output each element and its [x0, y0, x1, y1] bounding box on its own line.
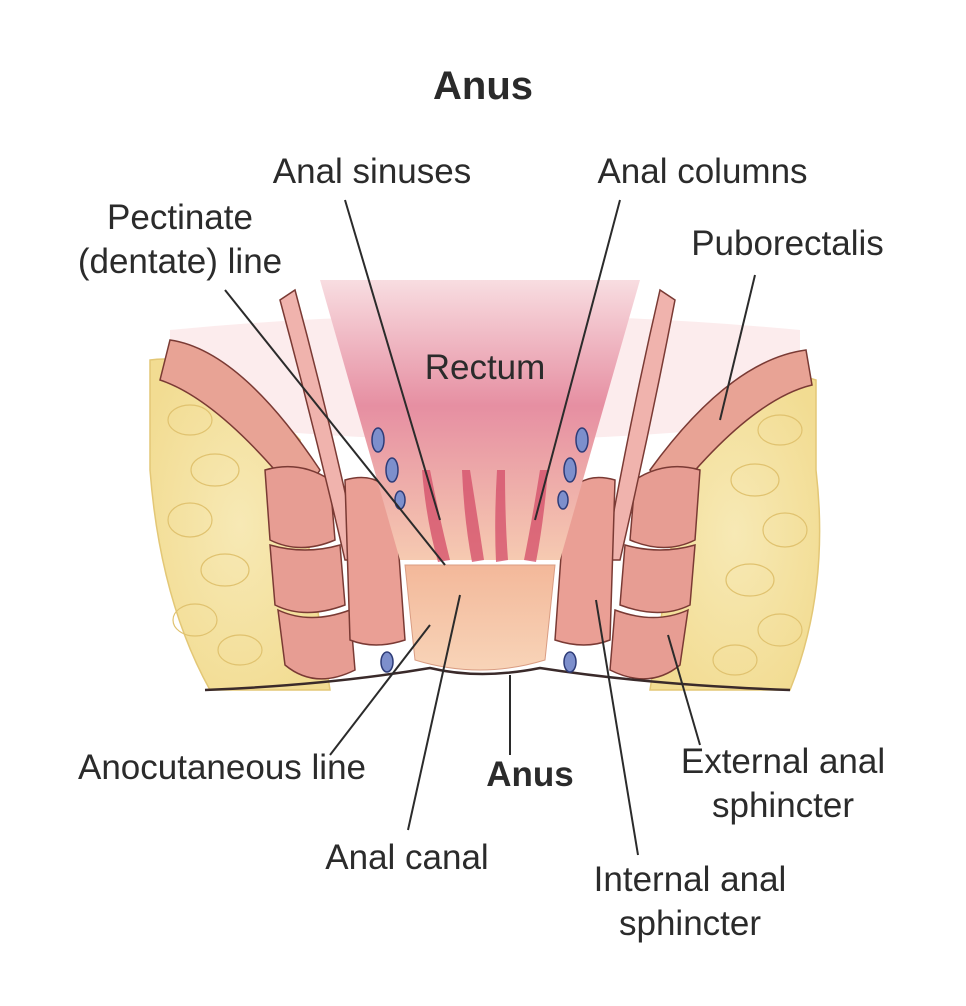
skin-surface — [204, 666, 791, 692]
fat-globules — [167, 404, 808, 676]
label-internal-anal-sphincter-2: sphincter — [618, 904, 762, 943]
label-anal-sinuses: Anal sinuses — [272, 152, 472, 191]
rectal-wall-left — [279, 288, 361, 561]
rectum-lumen — [320, 280, 640, 560]
external-sphincter-left — [264, 465, 356, 680]
label-pectinate-line-1: Pectinate — [107, 198, 253, 237]
anal-canal — [404, 564, 556, 671]
label-anal-canal: Anal canal — [325, 838, 489, 877]
label-internal-anal-sphincter-1: Internal anal — [593, 860, 787, 899]
leader-lines — [224, 199, 756, 856]
label-anus: Anus — [486, 755, 574, 794]
label-anocutaneous-line: Anocutaneous line — [78, 748, 366, 787]
rectal-wall-right — [604, 288, 676, 561]
label-rectum: Rectum — [424, 348, 546, 387]
label-puborectalis: Puborectalis — [691, 224, 884, 263]
label-internal-anal-sphincter: Internal anal sphincter — [580, 858, 800, 946]
label-anal-columns: Anal columns — [597, 152, 808, 191]
label-external-anal-sphincter-1: External anal — [680, 742, 886, 781]
diagram-title: Anus — [433, 64, 533, 108]
label-external-anal-sphincter-2: sphincter — [711, 786, 855, 825]
external-sphincter-right — [609, 465, 701, 680]
label-pectinate-line-2: (dentate) line — [77, 242, 283, 281]
label-external-anal-sphincter: External anal sphincter — [668, 740, 898, 828]
venous-plexus — [371, 427, 589, 673]
label-pectinate-line: Pectinate (dentate) line — [60, 196, 300, 284]
